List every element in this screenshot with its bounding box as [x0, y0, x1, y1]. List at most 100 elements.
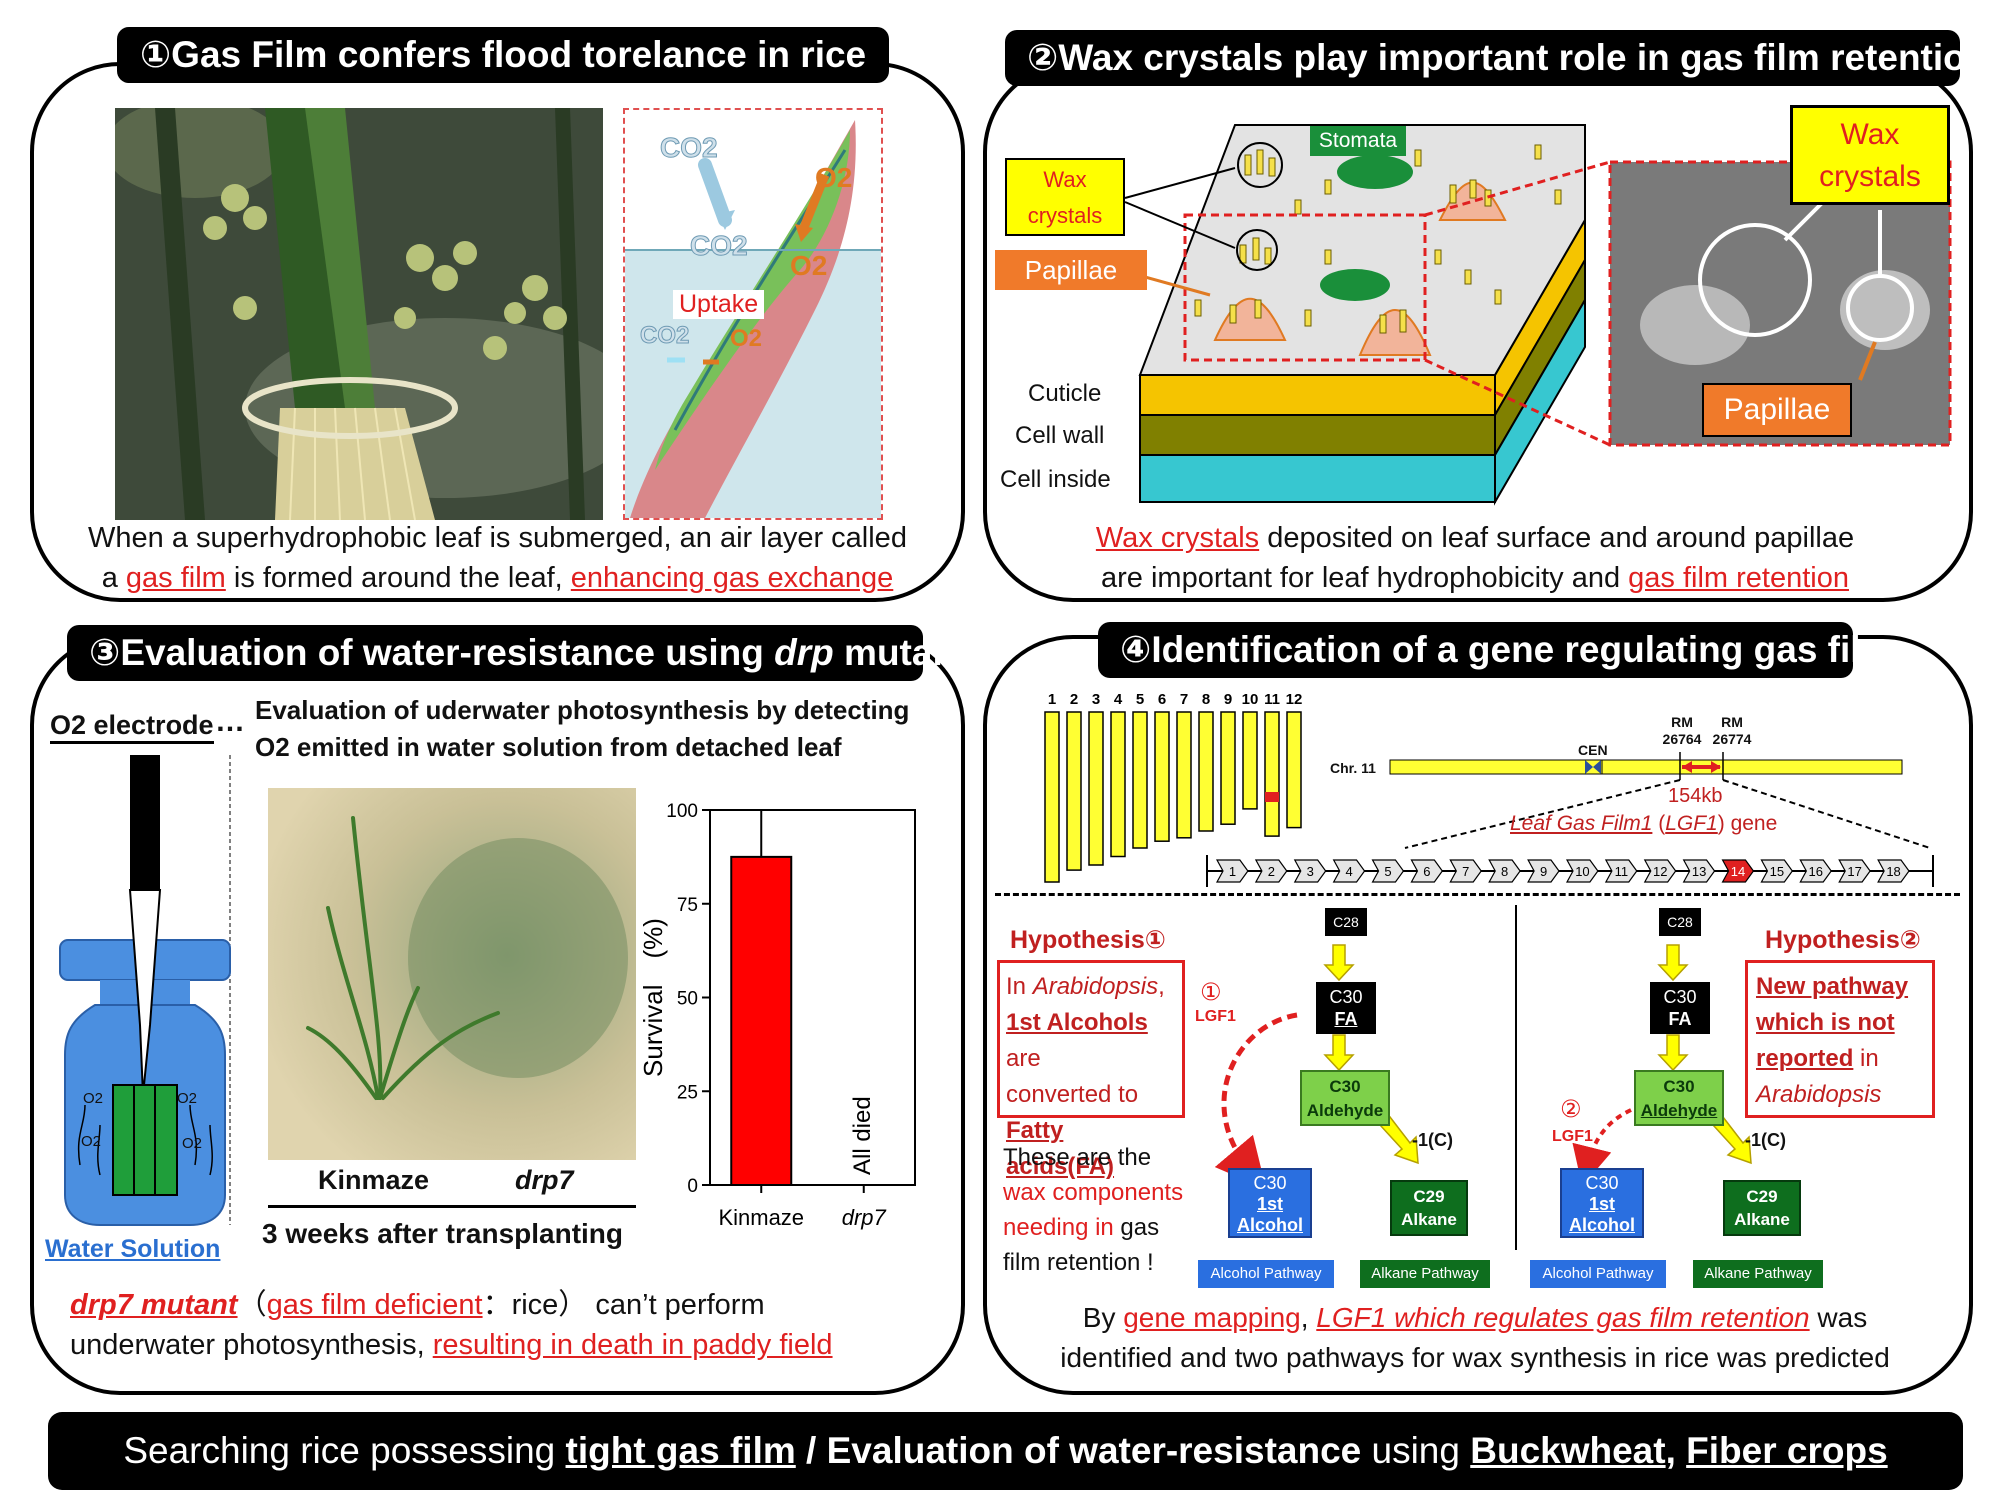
- gene-number: 14: [1731, 864, 1745, 879]
- c28-box-left: C28: [1325, 908, 1367, 936]
- chromosome-number: 4: [1114, 691, 1123, 708]
- minus-carbon-right: -1(C): [1745, 1130, 1786, 1150]
- chromosome-number: 3: [1092, 691, 1100, 708]
- chromosome-11-map: Chr. 11 CEN RM 26764 RM 26774 154kb Leaf…: [1330, 700, 1931, 880]
- alc1: 1st: [1256, 1194, 1283, 1214]
- death-term: resulting in death in paddy field: [432, 1329, 833, 1361]
- note-line2: wax components: [1003, 1179, 1184, 1206]
- photo-caption: 3 weeks after transplanting: [262, 1218, 624, 1249]
- caption-mid: is formed around the leaf,: [225, 562, 571, 594]
- eval-line1: Evaluation of uderwater photosynthesis b…: [255, 695, 910, 725]
- panel3-caption-line2: underwater photosynthesis, resulting in …: [70, 1325, 930, 1365]
- gene-number: 2: [1268, 864, 1275, 879]
- hypothesis-divider: [1515, 905, 1517, 1250]
- layer-cell-wall: Cell wall: [1015, 422, 1105, 449]
- gene-number: 11: [1615, 864, 1629, 879]
- leaf-gas-exchange-diagram: CO2 O2 CO2 O2 Uptake CO2 O2: [623, 108, 883, 520]
- chromosome-number: 8: [1202, 691, 1210, 708]
- gene-arrow-15: [1760, 859, 1794, 883]
- lgf1-locus-mark: [1265, 792, 1279, 802]
- panel2-caption-line2: are important for leaf hydrophobicity an…: [995, 558, 1955, 598]
- panel3-caption: drp7 mutant（gas film deficient：rice） can…: [70, 1285, 930, 1365]
- panel1-title: ①Gas Film confers flood torelance in ric…: [117, 27, 889, 83]
- y-tick-label: 100: [666, 801, 698, 822]
- ald-c-r: C30: [1663, 1077, 1695, 1096]
- o2-bubble-3: O2: [177, 1090, 198, 1107]
- note-gas: gas: [1113, 1214, 1160, 1241]
- x-tick-label: drp7: [842, 1205, 887, 1230]
- chromosome-10: [1242, 711, 1258, 810]
- photo-label-kinmaze: Kinmaze: [318, 1165, 430, 1195]
- caption-by: By: [1082, 1302, 1124, 1333]
- banner-using: using: [1361, 1430, 1471, 1471]
- gene-number: 16: [1809, 864, 1823, 879]
- y-tick-label: 25: [677, 1082, 698, 1103]
- hypothesis2-title: Hypothesis②: [1765, 926, 1921, 954]
- hyp1-comma: ,: [1158, 973, 1165, 1000]
- chromosome-11: [1264, 711, 1280, 837]
- alcohol-pathway-left: Alcohol Pathway: [1198, 1260, 1334, 1288]
- y-tick-label: 0: [687, 1176, 698, 1197]
- rice-leaf-photo: [115, 108, 603, 520]
- hypothesis2-box: New pathway which is not reported in Ara…: [1745, 960, 1935, 1118]
- chromosome-number: 12: [1286, 691, 1303, 708]
- electrode-diagram: O2 O2 O2 O2: [55, 755, 235, 1275]
- lgf1-num1: ①: [1200, 979, 1222, 1006]
- gene-arrow-6: [1410, 859, 1444, 883]
- gene-arrow-17: [1838, 859, 1871, 883]
- o2-bubble-2: O2: [81, 1133, 102, 1150]
- chromosome-number: 9: [1224, 691, 1232, 708]
- panel4-divider: [995, 893, 1960, 896]
- gene-mapping-term: gene mapping: [1123, 1302, 1301, 1333]
- ellipsis: …: [215, 705, 245, 738]
- lgf1-regulates-term: LGF1 which regulates gas film retention: [1316, 1302, 1810, 1333]
- paren-open: （: [237, 1289, 267, 1321]
- gene-number: 13: [1692, 864, 1706, 879]
- chromosome-1: [1044, 711, 1060, 883]
- hypothesis1-box: In Arabidopsis, 1st Alcohols are convert…: [997, 960, 1185, 1180]
- minus-carbon-left: -1(C): [1412, 1130, 1453, 1150]
- chromosome-3: [1088, 711, 1104, 866]
- co2-label-top: CO2: [660, 132, 719, 164]
- gene-arrow-18: [1877, 859, 1910, 883]
- lgf1-label-right: LGF1: [1552, 1128, 1593, 1145]
- gas-film-term: gas film: [125, 562, 226, 594]
- lgf1-num2: ②: [1560, 1096, 1582, 1123]
- title-b: mutant: [833, 632, 968, 673]
- all-died-annotation: All died: [849, 1096, 876, 1175]
- banner-fiber-crops: Fiber crops: [1686, 1430, 1888, 1471]
- alk-text: Alkane: [1401, 1210, 1457, 1229]
- gene-arrow-9: [1527, 859, 1560, 883]
- hyp1-are: are: [1006, 1045, 1041, 1072]
- alc-c: C30: [1253, 1173, 1287, 1193]
- hyp1-alcohols: 1st Alcohols: [1006, 1009, 1148, 1036]
- chromosome-number: 11: [1264, 691, 1280, 708]
- note-line4: film retention !: [1003, 1249, 1154, 1276]
- note-needing: needing in: [1003, 1214, 1114, 1241]
- gene-arrow-13: [1682, 859, 1716, 883]
- gene-number: 9: [1540, 864, 1547, 879]
- x-tick-label: Kinmaze: [718, 1205, 804, 1230]
- stomata-label: Stomata: [1310, 126, 1406, 156]
- panel4-caption-line2: identified and two pathways for wax synt…: [1060, 1342, 1890, 1373]
- gene-arrow-11: [1604, 859, 1638, 883]
- wax-crystals-label: Wax crystals: [1005, 158, 1125, 236]
- caption-a: a: [101, 562, 126, 594]
- ald-text: Aldehyde: [1306, 1101, 1384, 1120]
- enhancing-gas-exchange-term: enhancing gas exchange: [570, 562, 894, 594]
- panel2-title: ②Wax crystals play important role in gas…: [1005, 30, 1988, 86]
- sem-papillae-label: Papillae: [1702, 383, 1852, 437]
- gene-number: 5: [1384, 864, 1391, 879]
- gene-arrow-2: [1254, 859, 1288, 883]
- gene-number: 15: [1770, 864, 1784, 879]
- chromosome-8: [1198, 711, 1214, 832]
- gene-c: LGF1: [1665, 812, 1718, 835]
- drp7-mutant-term: drp7 mutant: [70, 1289, 238, 1321]
- y-tick-label: 50: [677, 989, 698, 1010]
- title-a: ③Evaluation of water-resistance using: [89, 632, 775, 673]
